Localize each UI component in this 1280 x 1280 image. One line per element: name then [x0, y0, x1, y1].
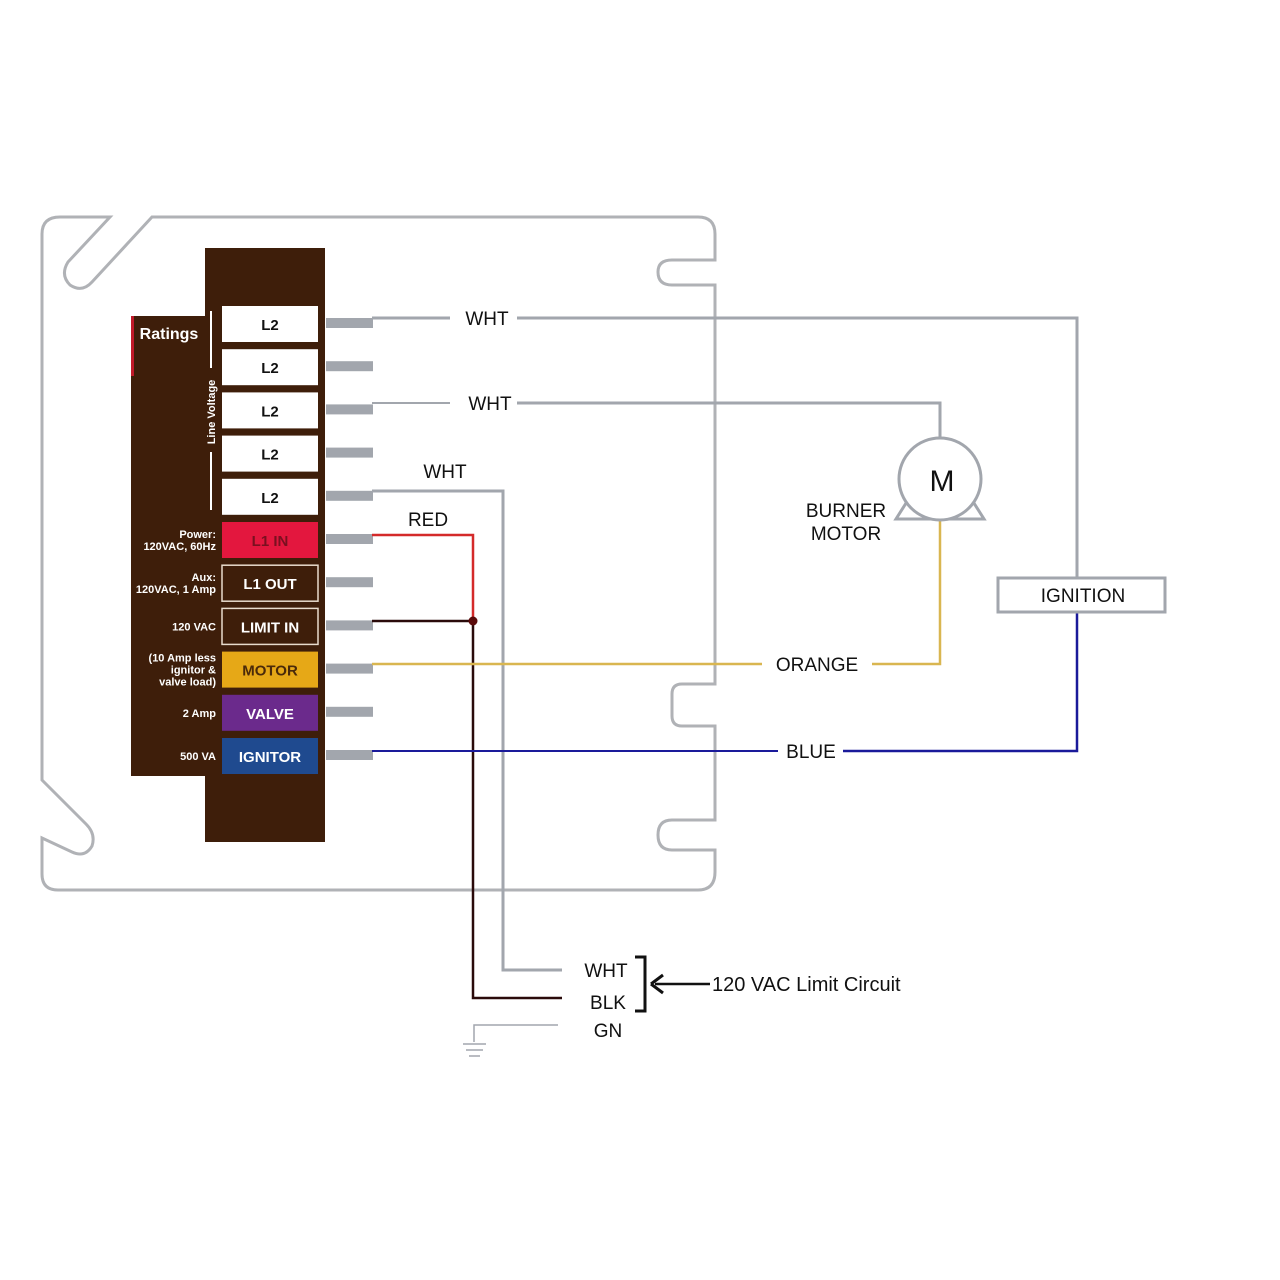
limit-caption: 120 VAC Limit Circuit	[712, 974, 901, 996]
terminal-l2-4	[222, 478, 318, 515]
wire-wht-ignition-2	[517, 316, 1079, 578]
limit-gn-label: GN	[594, 1021, 623, 1042]
wire-label-red: RED	[408, 510, 448, 531]
terminal-rating: 120VAC, 60Hz	[143, 541, 216, 553]
terminal-rating: valve load)	[159, 677, 216, 689]
terminal-pin	[326, 404, 373, 415]
terminal-rating: ignitor &	[171, 665, 216, 677]
wire-orange-2	[872, 520, 942, 666]
motor-circle	[897, 436, 983, 522]
terminal-pin	[326, 361, 373, 372]
terminal-l2-2	[222, 392, 318, 429]
motor-symbol: M	[930, 465, 955, 498]
terminal-pin	[326, 490, 373, 501]
motor-label-line1: BURNER	[806, 501, 886, 522]
wire-blue-2	[843, 612, 1079, 753]
terminal-label: L2	[261, 403, 279, 420]
junction-box-outline	[40, 215, 717, 892]
terminal-pin	[326, 663, 373, 674]
terminal-pin	[326, 534, 373, 544]
wire-wht-limit	[372, 489, 562, 972]
ignition-label: IGNITION	[1041, 586, 1125, 607]
terminal-limit-in-7	[221, 607, 319, 646]
wire-label-orange: ORANGE	[776, 655, 858, 676]
wire-blk	[372, 619, 562, 1000]
terminal-l2-1	[222, 349, 318, 386]
terminal-rating: 120VAC, 1 Amp	[136, 584, 216, 596]
terminal-rating: 2 Amp	[183, 708, 216, 720]
terminal-label: L1 OUT	[243, 576, 296, 593]
burner-motor: M	[893, 436, 987, 522]
terminal-label: L2	[261, 317, 279, 334]
terminal-pin	[326, 706, 373, 717]
motor-label-line2: MOTOR	[811, 524, 881, 545]
terminal-ignitor-10	[222, 738, 318, 774]
wires	[372, 316, 1079, 1057]
limit-wht-label: WHT	[584, 961, 628, 982]
limit-arrow-head	[650, 973, 664, 995]
wire-label-blue: BLUE	[786, 742, 836, 763]
terminal-pin	[326, 577, 373, 588]
terminal-l1-out-6	[221, 564, 319, 602]
wire-label-wht-3: WHT	[423, 462, 467, 483]
terminal-label: L2	[261, 447, 279, 464]
terminal-valve-9	[222, 694, 318, 731]
terminal-pin	[326, 318, 373, 328]
terminal-rating: (10 Amp less	[149, 653, 216, 665]
wire-junction-dot	[468, 616, 478, 626]
limit-blk-label: BLK	[590, 993, 626, 1014]
ratings-title: Ratings	[140, 326, 199, 343]
terminal-motor-8	[222, 651, 318, 688]
wire-wht-motor-2	[517, 401, 942, 438]
terminal-pin	[326, 447, 373, 458]
wire-label-wht-1: WHT	[465, 309, 509, 330]
terminal-l2-0	[222, 306, 318, 342]
wire-label-wht-2: WHT	[468, 394, 512, 415]
wire-gn	[473, 1024, 558, 1042]
terminal-label: IGNITOR	[239, 749, 301, 766]
terminal-label: L2	[261, 360, 279, 377]
terminal-label: VALVE	[246, 706, 294, 723]
terminal-l1-in-5	[222, 522, 318, 558]
terminal-label: L1 IN	[252, 533, 289, 550]
terminal-rating: 500 VA	[180, 751, 216, 763]
terminal-rating: Aux:	[192, 572, 216, 584]
terminal-label: L2	[261, 490, 279, 507]
terminal-pin	[326, 620, 373, 631]
wire-red	[372, 533, 475, 621]
terminal-rating: 120 VAC	[172, 621, 216, 633]
terminal-label: MOTOR	[242, 663, 298, 680]
terminal-label: LIMIT IN	[241, 619, 299, 636]
terminal-pin	[326, 750, 373, 760]
limit-bracket	[635, 955, 647, 1013]
ignition-box	[996, 576, 1167, 614]
terminal-rating: Power:	[179, 529, 216, 541]
terminal-l2-3	[222, 435, 318, 472]
ratings-accent	[131, 316, 134, 376]
line-voltage-label: Line Voltage	[206, 380, 218, 445]
